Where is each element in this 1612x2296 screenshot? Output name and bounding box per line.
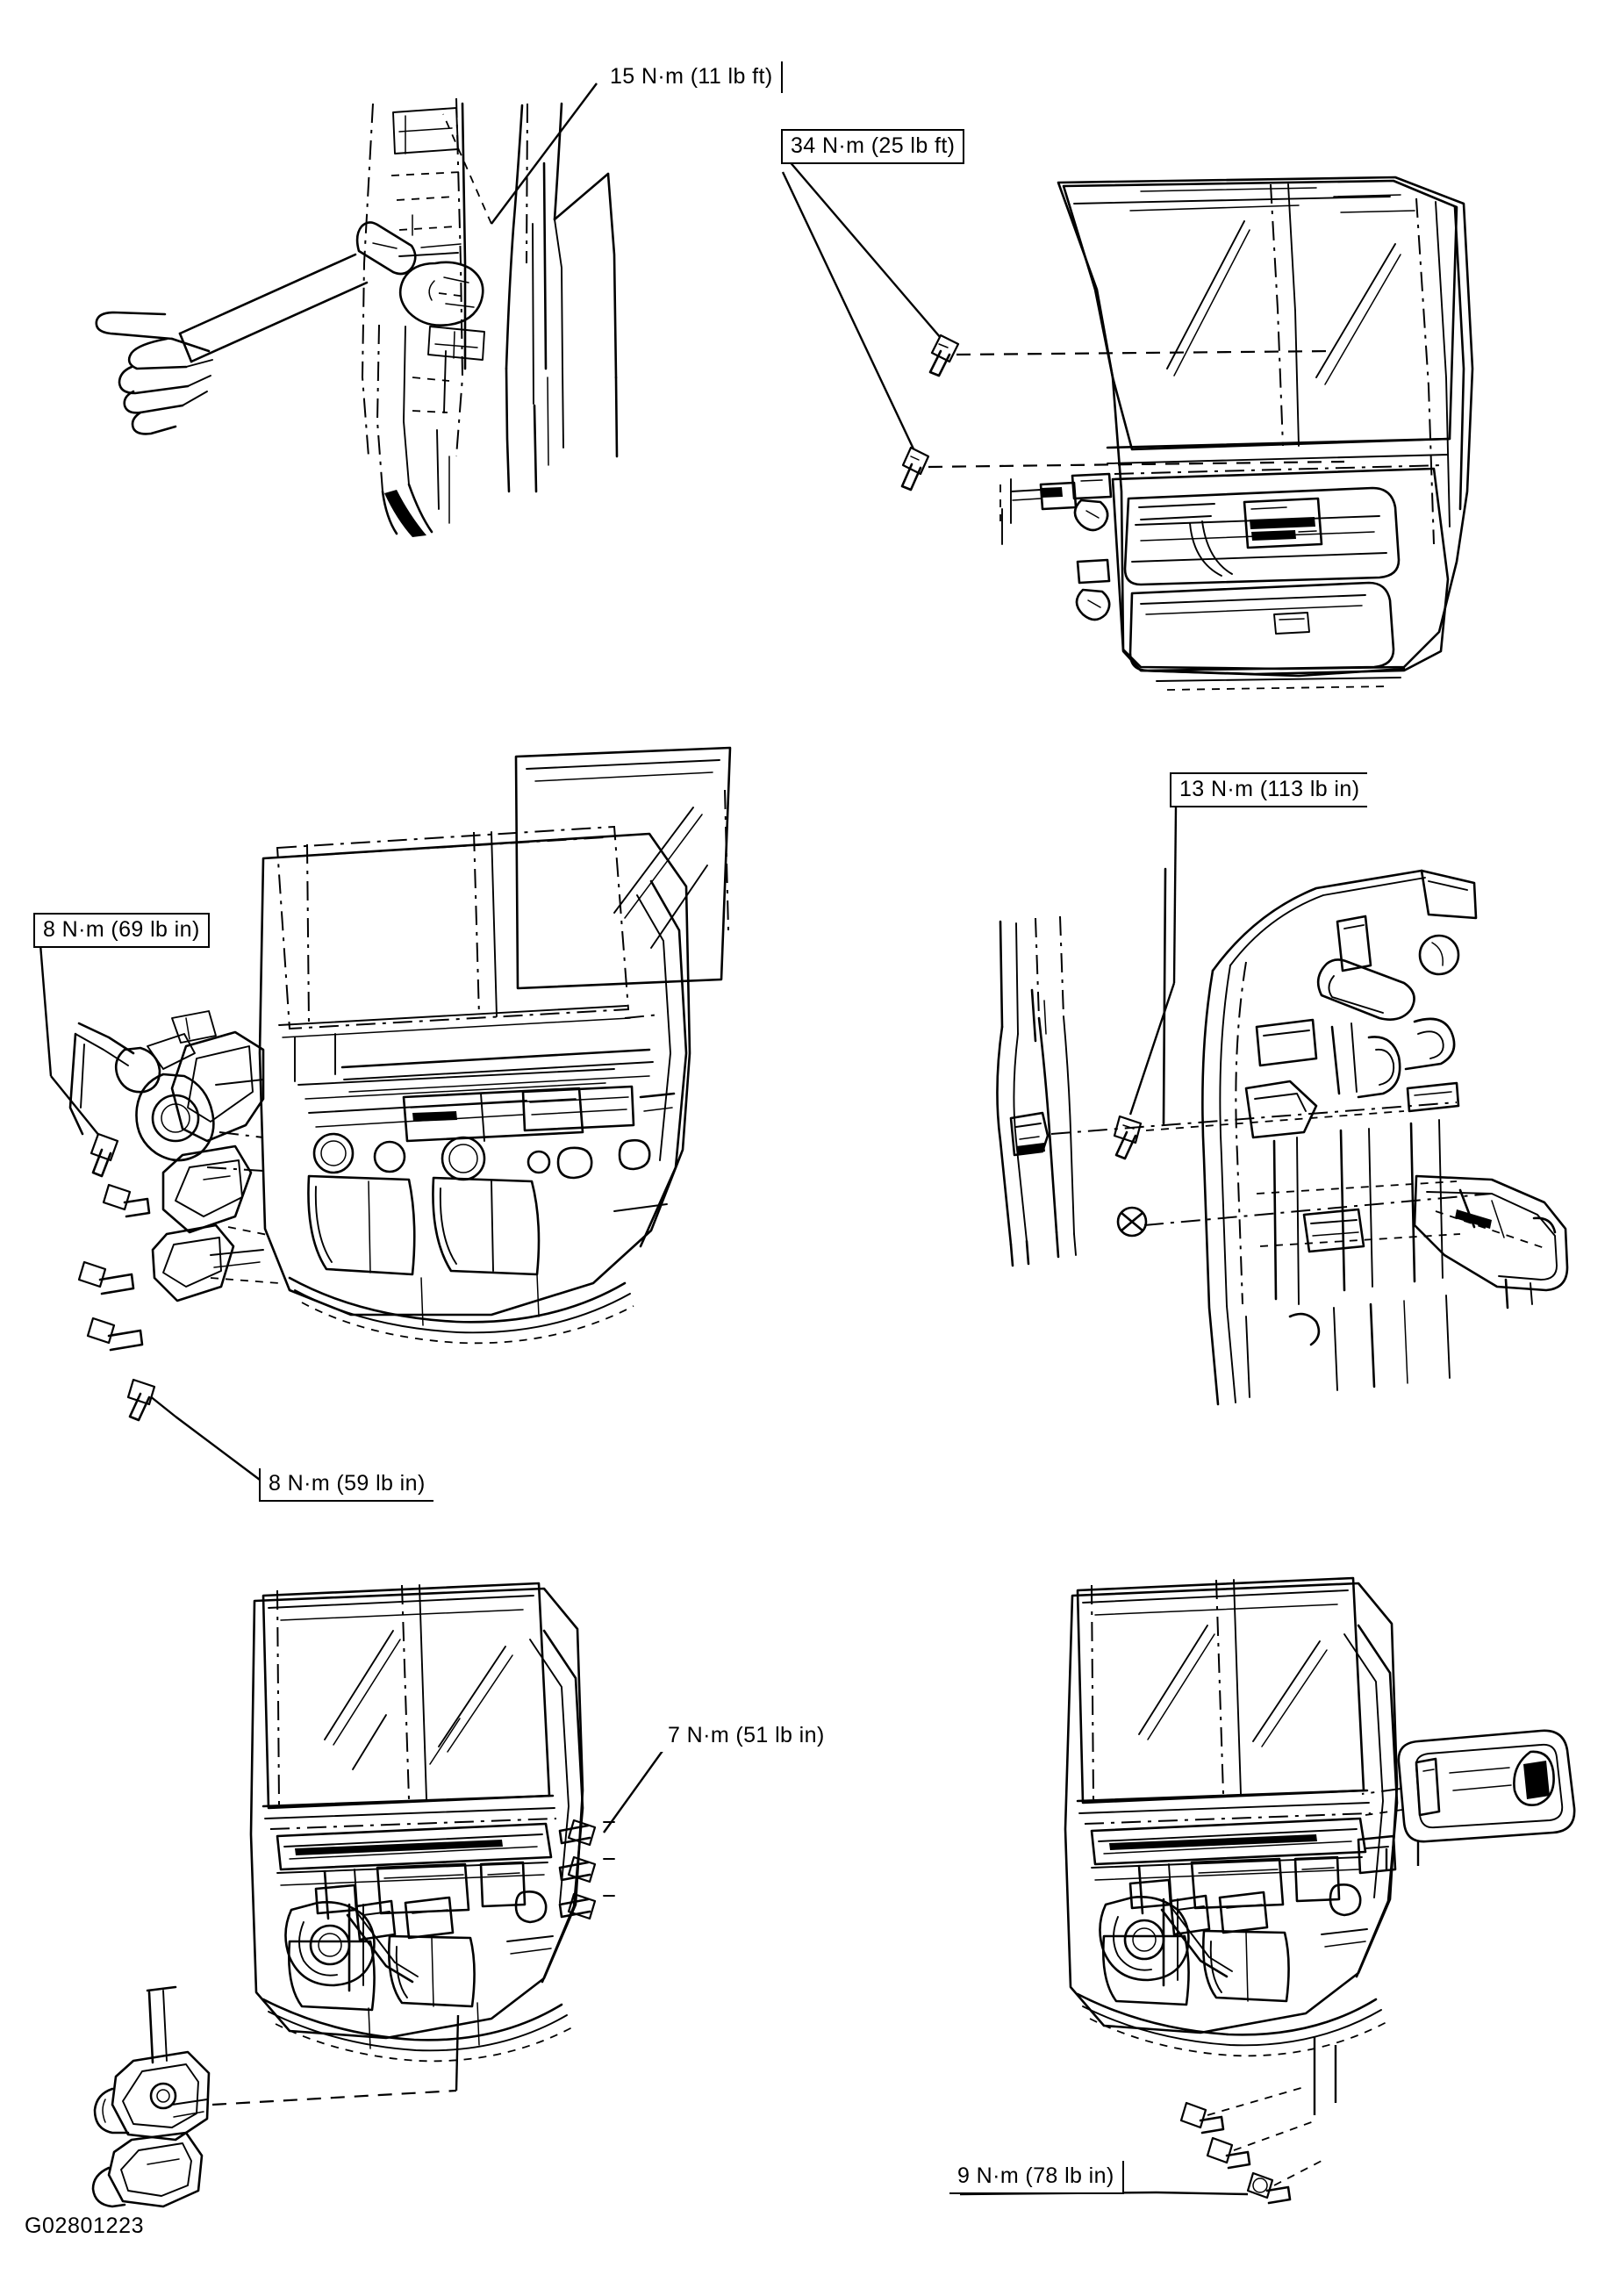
illustration-window-regulator bbox=[91, 1582, 668, 2208]
torque-label-door-latch-screw: 8 N·m (69 lb in) bbox=[33, 913, 210, 948]
torque-label-seat-belt-anchor: 15 N·m (11 lb ft) bbox=[602, 61, 783, 93]
illustration-seat-belt-anchor bbox=[95, 83, 619, 537]
illustration-door-latch bbox=[39, 746, 732, 1481]
torque-label-striker-bolt: 13 N·m (113 lb in) bbox=[1170, 772, 1368, 807]
figure-id-label: G02801223 bbox=[25, 2213, 145, 2238]
torque-label-lower-latch-screw: 8 N·m (59 lb in) bbox=[259, 1468, 433, 1502]
torque-label-outside-handle-nut: 9 N·m (78 lb in) bbox=[949, 2161, 1124, 2194]
torque-label-door-hinge-bolt: 34 N·m (25 lb ft) bbox=[781, 129, 965, 164]
illustration-outside-handle bbox=[959, 1576, 1576, 2205]
illustration-door-striker bbox=[996, 807, 1569, 1406]
torque-label-window-regulator-screw: 7 N·m (51 lb in) bbox=[660, 1720, 833, 1752]
illustration-door-trim-panel bbox=[781, 159, 1474, 691]
